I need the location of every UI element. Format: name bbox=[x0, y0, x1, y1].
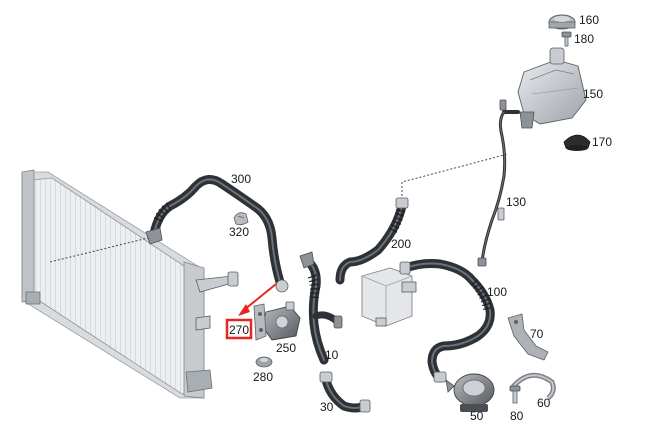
label-250[interactable]: 250 bbox=[276, 341, 296, 355]
bracket-70[interactable] bbox=[507, 313, 549, 361]
highlight-box bbox=[225, 318, 253, 340]
label-170[interactable]: 170 bbox=[592, 135, 612, 149]
label-70[interactable]: 70 bbox=[530, 327, 544, 341]
valve-250[interactable] bbox=[261, 301, 301, 341]
grommet-280[interactable] bbox=[255, 356, 273, 368]
label-150[interactable]: 150 bbox=[583, 87, 603, 101]
pump-50[interactable] bbox=[445, 373, 495, 412]
hose-100[interactable] bbox=[399, 259, 495, 383]
label-30[interactable]: 30 bbox=[320, 400, 334, 414]
label-200[interactable]: 200 bbox=[391, 237, 411, 251]
expansion-tank[interactable] bbox=[502, 47, 587, 129]
bolt-part[interactable] bbox=[561, 31, 572, 47]
cap-part[interactable] bbox=[548, 14, 576, 30]
control-module[interactable] bbox=[361, 267, 417, 327]
hose-30[interactable] bbox=[319, 371, 371, 413]
label-10[interactable]: 10 bbox=[325, 348, 339, 362]
label-50[interactable]: 50 bbox=[470, 409, 484, 423]
label-180[interactable]: 180 bbox=[574, 32, 594, 46]
highlight-arrow bbox=[238, 283, 277, 316]
label-270[interactable]: 270 bbox=[229, 323, 249, 337]
label-280[interactable]: 280 bbox=[253, 370, 273, 384]
grommet-part[interactable] bbox=[563, 134, 591, 151]
strap-60[interactable] bbox=[510, 372, 556, 400]
label-80[interactable]: 80 bbox=[510, 409, 524, 423]
vent-line[interactable] bbox=[477, 99, 507, 267]
hose-10[interactable] bbox=[299, 251, 343, 365]
label-100[interactable]: 100 bbox=[487, 285, 507, 299]
label-320[interactable]: 320 bbox=[229, 225, 249, 239]
label-130[interactable]: 130 bbox=[506, 195, 526, 209]
hose-upper[interactable] bbox=[145, 175, 289, 293]
label-60[interactable]: 60 bbox=[537, 396, 551, 410]
clamp-part[interactable] bbox=[233, 212, 249, 226]
bolt-80[interactable] bbox=[509, 385, 521, 404]
radiator[interactable] bbox=[21, 169, 239, 399]
holder-270[interactable] bbox=[253, 303, 267, 341]
label-160[interactable]: 160 bbox=[579, 13, 599, 27]
hose-200[interactable] bbox=[335, 197, 409, 285]
label-300[interactable]: 300 bbox=[231, 172, 251, 186]
